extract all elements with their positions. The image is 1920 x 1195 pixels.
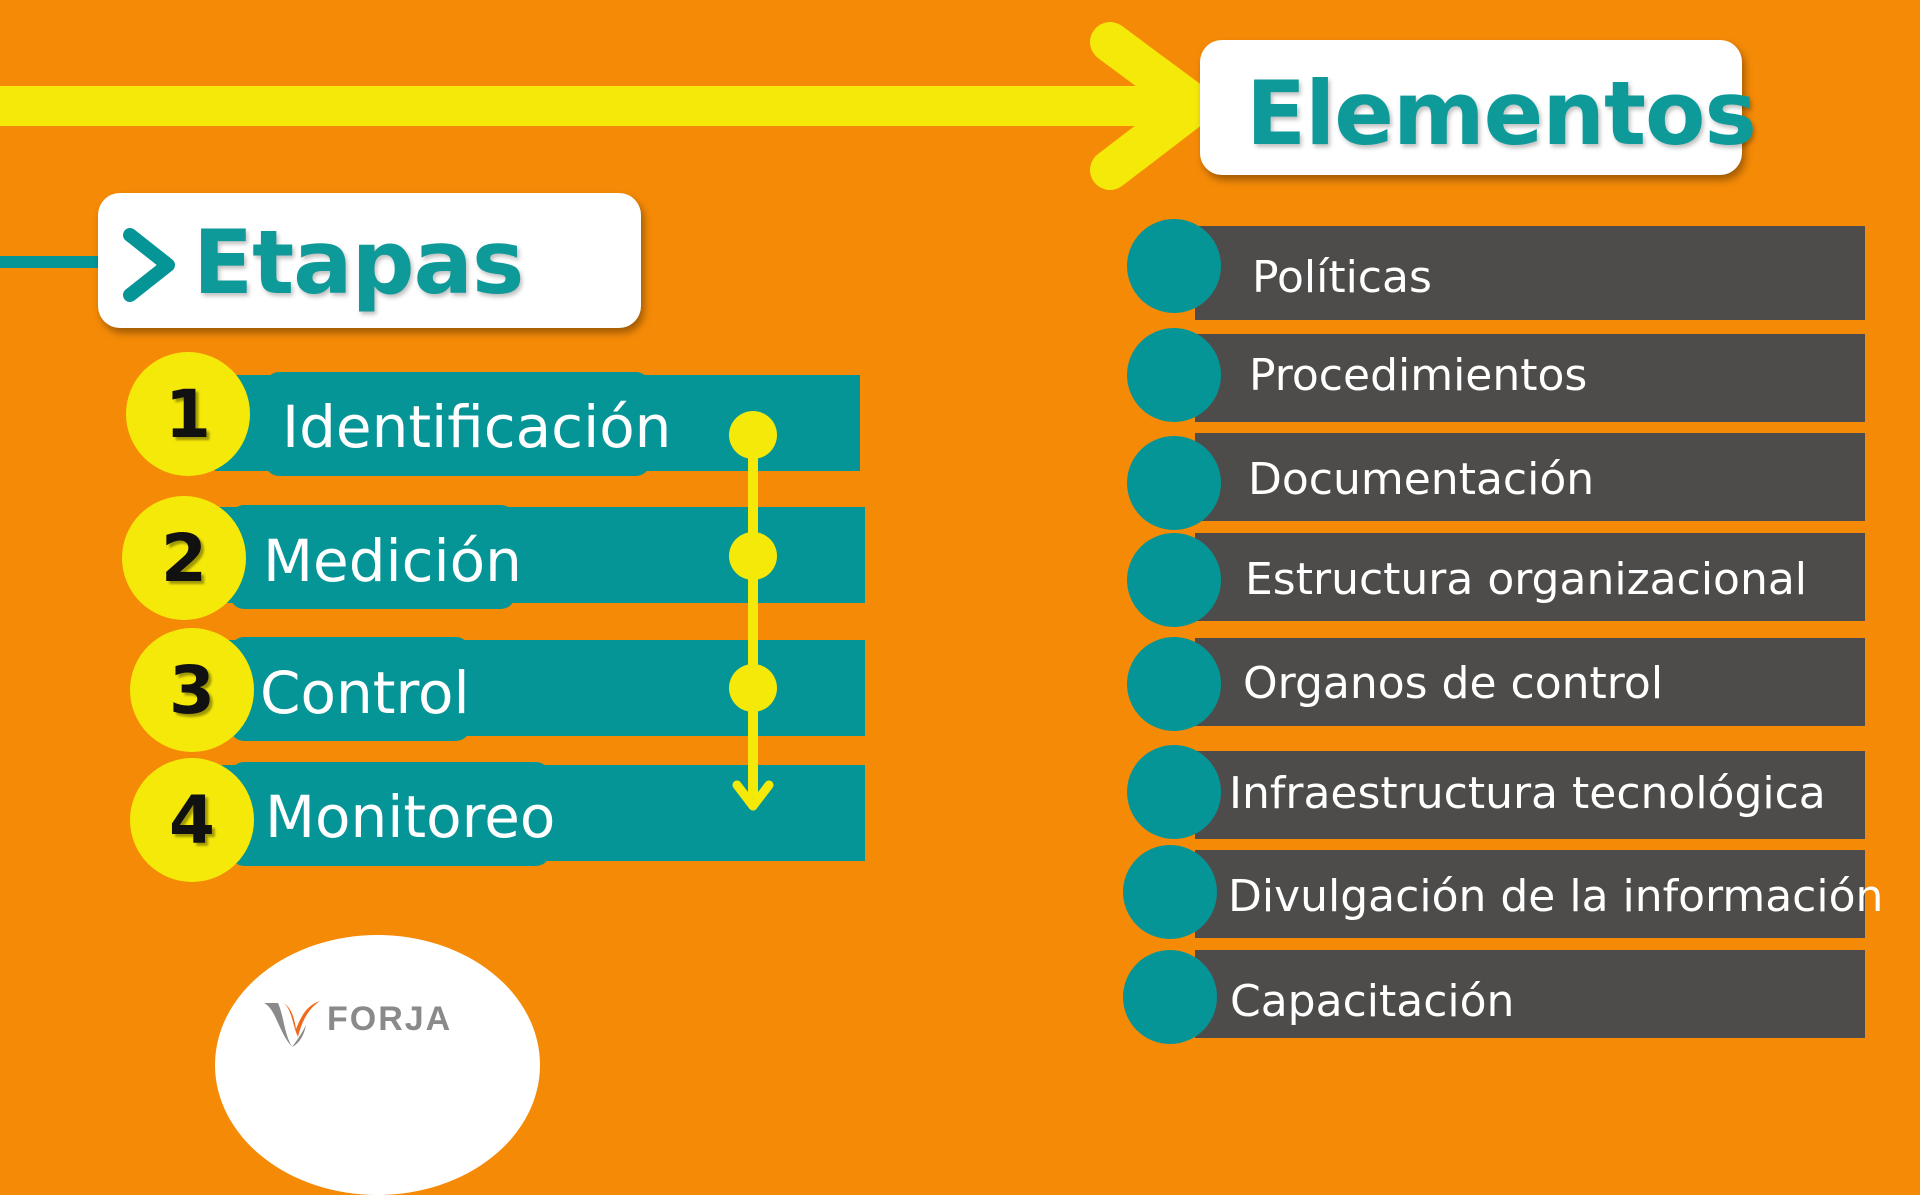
top-arrow-head-icon xyxy=(1090,22,1215,190)
element-bullet-6 xyxy=(1127,745,1221,839)
element-tab-7 xyxy=(1210,858,1830,934)
flow-dot-3 xyxy=(729,664,777,712)
stage-number-1: 1 xyxy=(126,352,250,476)
stages-title: Etapas xyxy=(193,211,524,314)
element-tab-2 xyxy=(1230,338,1575,414)
logo-background xyxy=(215,935,540,1195)
logo-text: FORJA xyxy=(327,1000,453,1038)
element-tab-8 xyxy=(1210,958,1500,1034)
element-label-3: Documentación xyxy=(1248,454,1595,505)
stage-label-3: Control xyxy=(260,659,470,727)
element-bullet-4 xyxy=(1127,533,1221,627)
element-label-8: Capacitación xyxy=(1230,976,1515,1027)
element-label-1: Políticas xyxy=(1252,252,1432,303)
elements-title: Elementos xyxy=(1246,62,1757,165)
element-tab-4 xyxy=(1228,541,1768,617)
stage-number-4: 4 xyxy=(130,758,254,882)
element-bullet-3 xyxy=(1127,436,1221,530)
flow-arrow-head-icon xyxy=(732,780,774,811)
element-label-6: Infraestructura tecnológica xyxy=(1229,768,1826,819)
element-tab-5 xyxy=(1228,646,1638,722)
stage-number-3: 3 xyxy=(130,628,254,752)
stage-number-2: 2 xyxy=(122,496,246,620)
stages-arrow-head-icon xyxy=(123,228,175,302)
forja-flame-icon xyxy=(264,1001,320,1047)
stage-label-4: Monitoreo xyxy=(265,783,556,851)
stage-label-1: Identificación xyxy=(282,393,672,461)
flow-dot-2 xyxy=(729,532,777,580)
stage-label-2: Medición xyxy=(263,527,522,595)
element-label-7: Divulgación de la información xyxy=(1228,871,1884,922)
flow-line xyxy=(748,432,758,798)
flow-dot-1 xyxy=(729,411,777,459)
stages-title-box: Etapas xyxy=(98,193,641,328)
element-bullet-1 xyxy=(1127,219,1221,313)
elements-title-box: Elementos xyxy=(1200,40,1757,175)
element-label-5: Organos de control xyxy=(1243,658,1664,709)
top-arrow-line xyxy=(0,86,1170,126)
element-bullet-8 xyxy=(1123,950,1217,1044)
element-label-2: Procedimientos xyxy=(1249,350,1588,401)
element-tab-3 xyxy=(1230,441,1575,517)
element-bullet-5 xyxy=(1127,637,1221,731)
element-tab-1 xyxy=(1235,234,1435,310)
element-bullet-7 xyxy=(1123,845,1217,939)
element-tab-6 xyxy=(1210,759,1785,835)
element-bullet-2 xyxy=(1127,328,1221,422)
element-label-4: Estructura organizacional xyxy=(1245,554,1808,605)
